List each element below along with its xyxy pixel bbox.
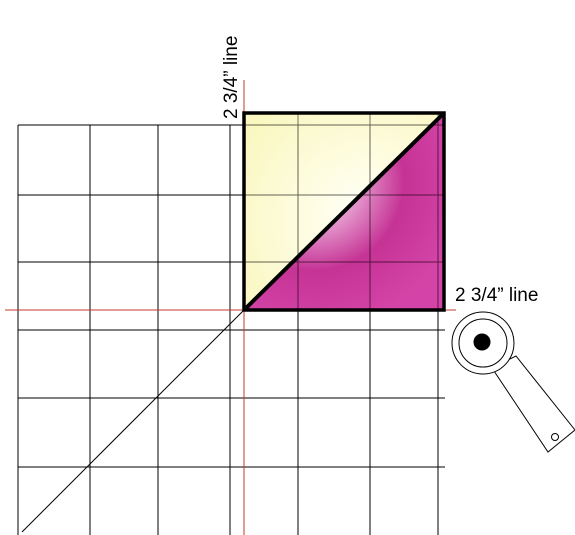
half-square-triangle-block bbox=[242, 111, 446, 312]
block-diagonal-seam bbox=[244, 113, 444, 310]
cutter-hub bbox=[473, 333, 491, 351]
handle-hole bbox=[551, 433, 559, 441]
horizontal-line-label: 2 3/4” line bbox=[455, 285, 538, 306]
cutter-handle bbox=[491, 355, 575, 453]
block-outline bbox=[242, 111, 446, 312]
vertical-line-label: 2 3/4” line bbox=[221, 36, 242, 119]
rotary-cutter-icon bbox=[451, 311, 575, 453]
ruler-diagonal bbox=[21, 309, 245, 533]
